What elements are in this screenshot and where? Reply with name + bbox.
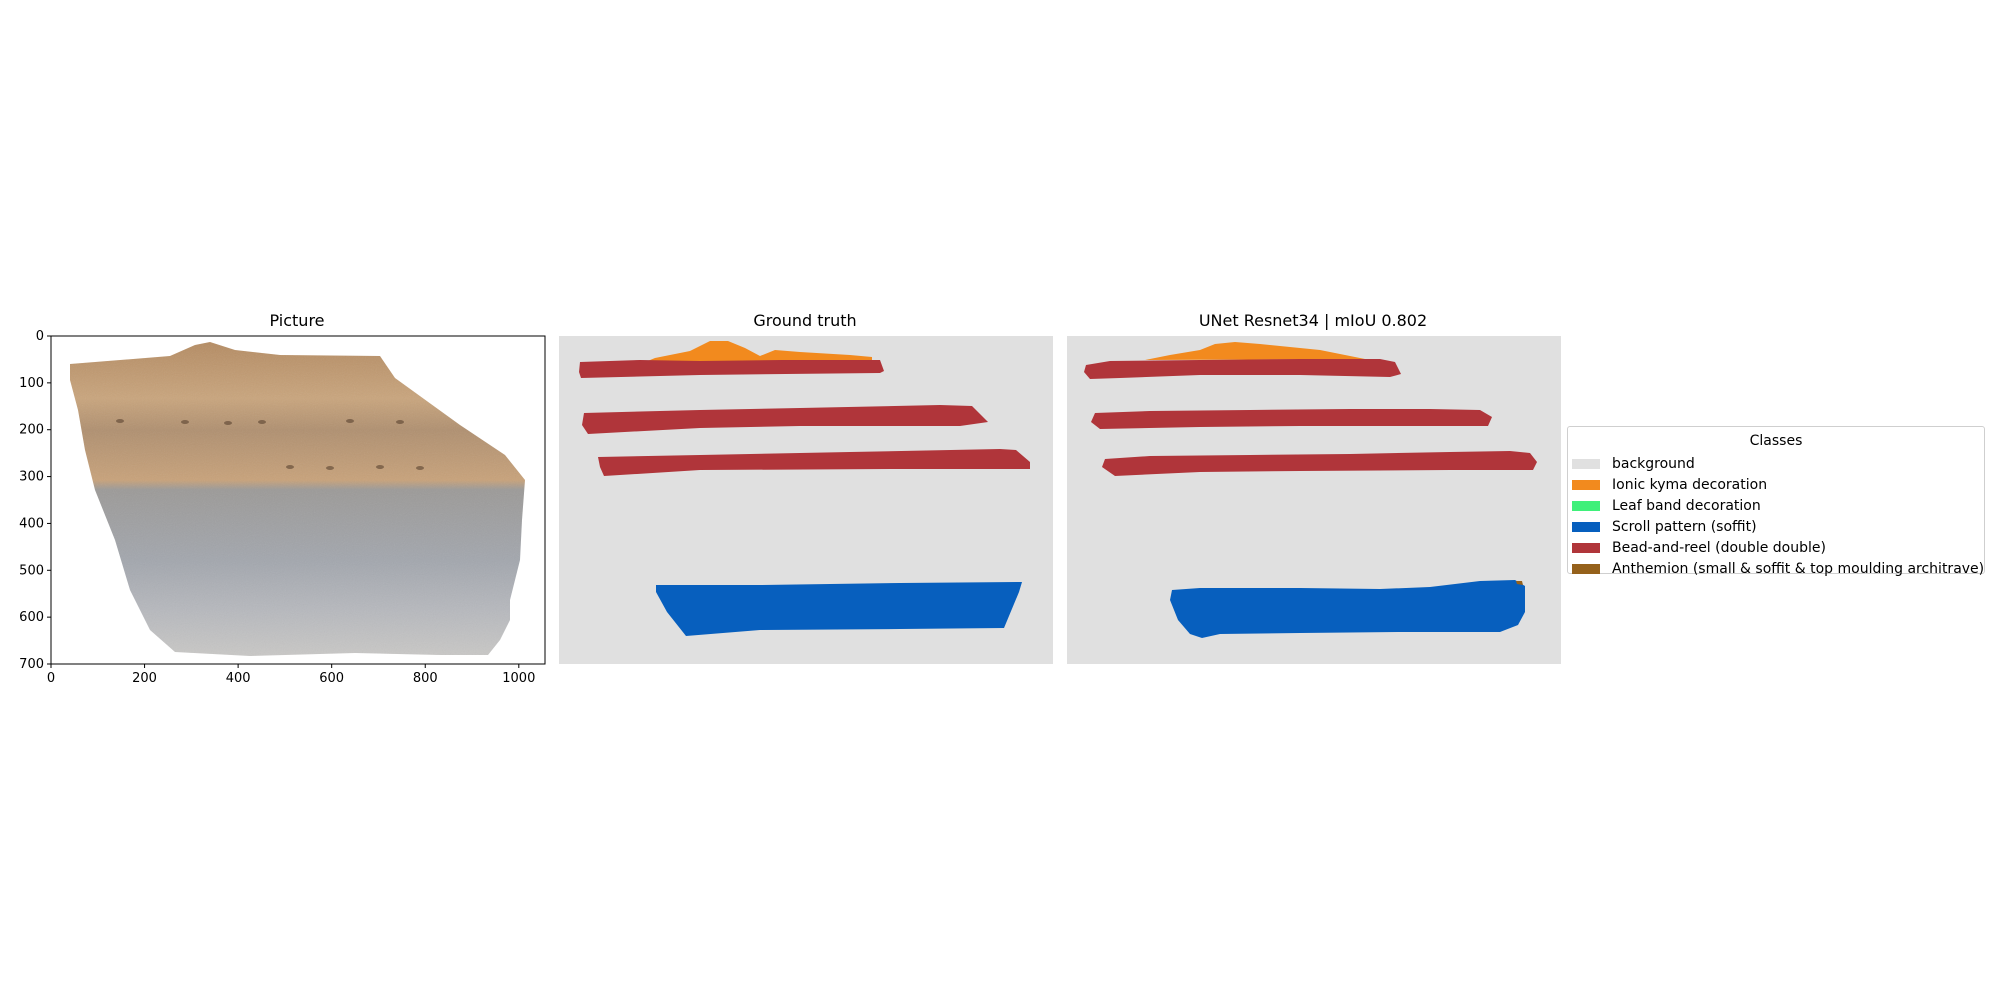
y-tick-label: 0: [36, 329, 44, 344]
x-tick-label: 1000: [502, 671, 535, 686]
x-tick-label: 0: [47, 671, 55, 686]
picture-panel: 0 200 400 600 800 1000 0 100 200 300 400 500 600 700: [19, 329, 546, 686]
legend-item-leaf-band: Leaf band decoration: [1568, 495, 1984, 516]
legend-label: background: [1612, 455, 1695, 472]
gt-scroll-pattern-region: [656, 582, 1022, 636]
legend-label: Leaf band decoration: [1612, 497, 1761, 514]
legend-label: Ionic kyma decoration: [1612, 476, 1768, 493]
x-tick-label: 800: [413, 671, 438, 686]
y-tick-label: 600: [19, 610, 44, 625]
x-tick-label: 200: [132, 671, 157, 686]
legend-label: Scroll pattern (soffit): [1612, 518, 1757, 535]
legend-item-bead-and-reel: Bead-and-reel (double double): [1568, 537, 1984, 558]
legend-swatch: [1572, 500, 1600, 511]
gt-ionic-kyma-region: [638, 341, 872, 365]
legend-swatch: [1572, 479, 1600, 490]
picture-panel-title: Picture: [269, 311, 325, 330]
x-tick-label: 400: [226, 671, 251, 686]
ground-truth-panel: [559, 336, 1053, 664]
classes-legend: Classes background Ionic kyma decoration…: [1567, 426, 1985, 577]
pred-ionic-kyma-region: [1145, 342, 1365, 360]
legend-label: Bead-and-reel (double double): [1612, 539, 1826, 556]
legend-item-anthemion: Anthemion (small & soffit & top moulding…: [1568, 558, 1984, 579]
gt-bead-and-reel-band-3: [598, 449, 1030, 476]
pred-bead-and-reel-band-2: [1091, 409, 1492, 429]
picture-axes-frame: [50, 335, 546, 665]
stone-moulding-details: [116, 419, 424, 470]
y-tick-label: 100: [19, 376, 44, 391]
gt-bead-and-reel-band-1: [579, 360, 884, 378]
y-tick-label: 700: [19, 657, 44, 672]
prediction-panel: [1067, 336, 1561, 664]
legend-title: Classes: [1749, 433, 1803, 449]
y-tick-label: 300: [19, 470, 44, 485]
y-tick-label: 500: [19, 563, 44, 578]
legend-swatch: [1572, 521, 1600, 532]
legend-swatch: [1572, 542, 1600, 553]
picture-x-axis: 0 200 400 600 800 1000: [47, 664, 535, 686]
pred-scroll-pattern-region: [1170, 580, 1525, 638]
y-tick-label: 200: [19, 423, 44, 438]
x-tick-label: 600: [319, 671, 344, 686]
pred-bead-and-reel-band-1: [1084, 359, 1401, 379]
picture-y-axis: 0 100 200 300 400 500 600 700: [19, 329, 51, 672]
y-tick-label: 400: [19, 516, 44, 531]
pred-bead-and-reel-band-3: [1102, 451, 1537, 476]
legend-swatch: [1572, 458, 1600, 469]
legend-label: Anthemion (small & soffit & top moulding…: [1612, 560, 1985, 577]
prediction-panel-title: UNet Resnet34 | mIoU 0.802: [1198, 311, 1428, 330]
legend-item-background: background: [1568, 453, 1984, 474]
ground-truth-panel-title: Ground truth: [753, 311, 857, 330]
legend-item-scroll-pattern: Scroll pattern (soffit): [1568, 516, 1984, 537]
legend-swatch: [1572, 563, 1600, 574]
legend-item-ionic-kyma: Ionic kyma decoration: [1568, 474, 1984, 495]
gt-bead-and-reel-band-2: [582, 405, 988, 434]
pred-anthemion-fleck: [1516, 581, 1523, 585]
